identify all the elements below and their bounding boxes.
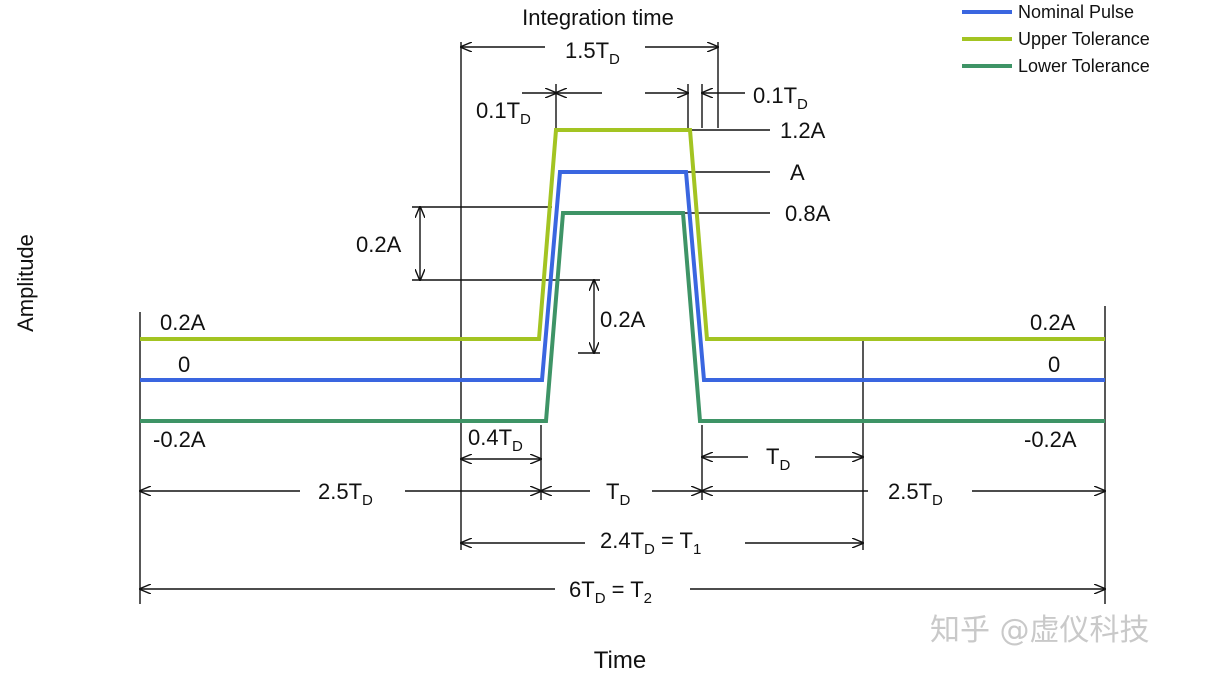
dim-left-span: 2.5TD bbox=[318, 479, 373, 509]
dim-t1: 2.4TD = T1 bbox=[600, 528, 701, 558]
dim-t2: 6TD = T2 bbox=[569, 577, 652, 607]
dim-fall-right: 0.1TD bbox=[753, 83, 808, 113]
level-labels: 1.2A A 0.8A 0.2A 0 -0.2A 0.2A 0 -0.2A 0.… bbox=[153, 118, 1077, 452]
y-axis-label: Amplitude bbox=[13, 234, 38, 332]
waveforms bbox=[140, 128, 1105, 423]
dim-after-pulse: TD bbox=[766, 444, 790, 474]
dimension-labels: 1.5TD 0.1TD 0.1TD 0.4TD TD 2.5TD TD 2.5T… bbox=[318, 38, 943, 607]
label-lower-peak: 0.8A bbox=[785, 201, 831, 226]
label-upper-base-left: 0.2A bbox=[160, 310, 206, 335]
label-step-top: 0.2A bbox=[356, 232, 402, 257]
label-step-bottom: 0.2A bbox=[600, 307, 646, 332]
upper-tolerance-waveform bbox=[140, 128, 1105, 341]
label-lower-base-left: -0.2A bbox=[153, 427, 206, 452]
nominal-pulse-waveform bbox=[140, 170, 1105, 382]
legend-upper-label: Upper Tolerance bbox=[1018, 29, 1150, 49]
dimension-arrows bbox=[140, 47, 1105, 589]
lower-tolerance-waveform bbox=[140, 211, 1105, 423]
watermark: 知乎 @虚仪科技 bbox=[930, 613, 1150, 648]
label-nominal-base-right: 0 bbox=[1048, 352, 1060, 377]
label-lower-base-right: -0.2A bbox=[1024, 427, 1077, 452]
dim-integration: 1.5TD bbox=[565, 38, 620, 68]
diagram-title: Integration time bbox=[522, 5, 674, 30]
dim-lead-in: 0.4TD bbox=[468, 425, 523, 455]
label-nominal-base-left: 0 bbox=[178, 352, 190, 377]
dim-pulse-width: TD bbox=[606, 479, 630, 509]
dim-rise-left: 0.1TD bbox=[476, 98, 531, 128]
dim-right-span: 2.5TD bbox=[888, 479, 943, 509]
legend-nominal-label: Nominal Pulse bbox=[1018, 2, 1134, 22]
legend-lower-label: Lower Tolerance bbox=[1018, 56, 1150, 76]
label-upper-peak: 1.2A bbox=[780, 118, 826, 143]
legend: Nominal Pulse Upper Tolerance Lower Tole… bbox=[962, 2, 1150, 76]
label-upper-base-right: 0.2A bbox=[1030, 310, 1076, 335]
label-nominal-peak: A bbox=[790, 160, 805, 185]
x-axis-label: Time bbox=[594, 647, 646, 674]
